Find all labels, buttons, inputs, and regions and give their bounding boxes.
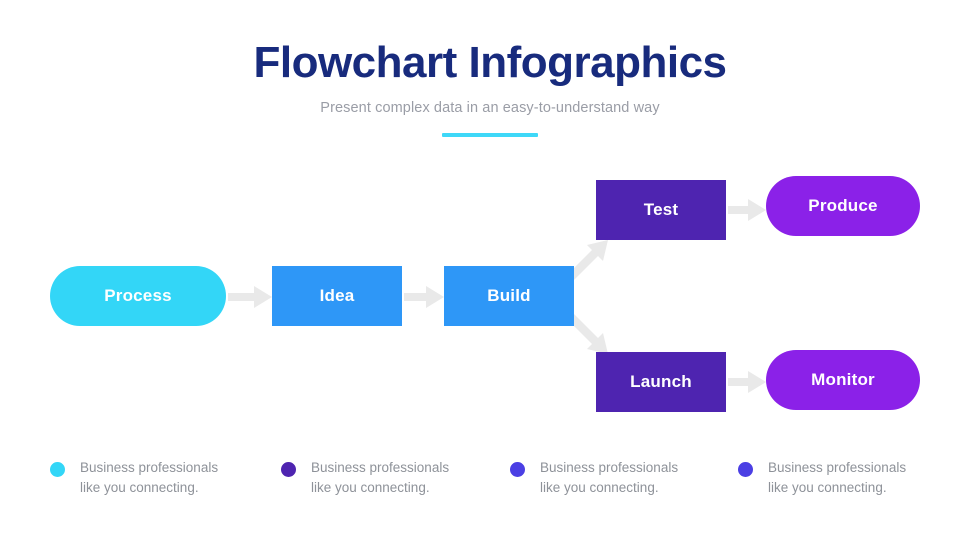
legend: Business professionals like you connecti… [0,458,980,518]
flow-node-build-label: Build [487,286,531,305]
connector-process-to-idea [228,286,272,308]
flow-node-produce[interactable]: Produce [766,176,920,236]
flow-node-idea-label: Idea [319,286,355,305]
connector-idea-to-build [404,286,444,308]
flow-node-launch[interactable]: Launch [596,352,726,412]
flow-node-idea[interactable]: Idea [272,266,402,326]
legend-item-text: Business professionals like you connecti… [540,460,679,495]
slide-header: Flowchart Infographics Present complex d… [0,38,980,137]
legend-dot-icon [510,462,525,477]
legend-item: Business professionals like you connecti… [510,458,740,497]
accent-underline [442,132,538,137]
connector-build-to-test [566,240,608,282]
legend-dot-icon [50,462,65,477]
connector-launch-to-monitor [728,371,766,393]
legend-dot-icon [281,462,296,477]
flow-node-monitor-label: Monitor [811,370,875,389]
legend-item-text: Business professionals like you connecti… [80,460,219,495]
connector-test-to-produce [728,199,766,221]
flow-node-test[interactable]: Test [596,180,726,240]
flow-node-process-label: Process [104,286,172,305]
legend-item: Business professionals like you connecti… [738,458,968,497]
flow-node-monitor[interactable]: Monitor [766,350,920,410]
flow-node-build[interactable]: Build [444,266,574,326]
legend-item-text: Business professionals like you connecti… [311,460,450,495]
connector-build-to-launch [566,312,608,354]
flow-node-produce-label: Produce [808,196,878,215]
flow-node-test-label: Test [643,200,679,219]
flow-node-process[interactable]: Process [50,266,226,326]
legend-item-text: Business professionals like you connecti… [768,460,907,495]
legend-item: Business professionals like you connecti… [50,458,280,497]
legend-item: Business professionals like you connecti… [281,458,511,497]
legend-dot-icon [738,462,753,477]
page-subtitle: Present complex data in an easy-to-under… [320,99,660,116]
page-title: Flowchart Infographics [253,38,727,87]
flow-node-launch-label: Launch [630,372,692,391]
